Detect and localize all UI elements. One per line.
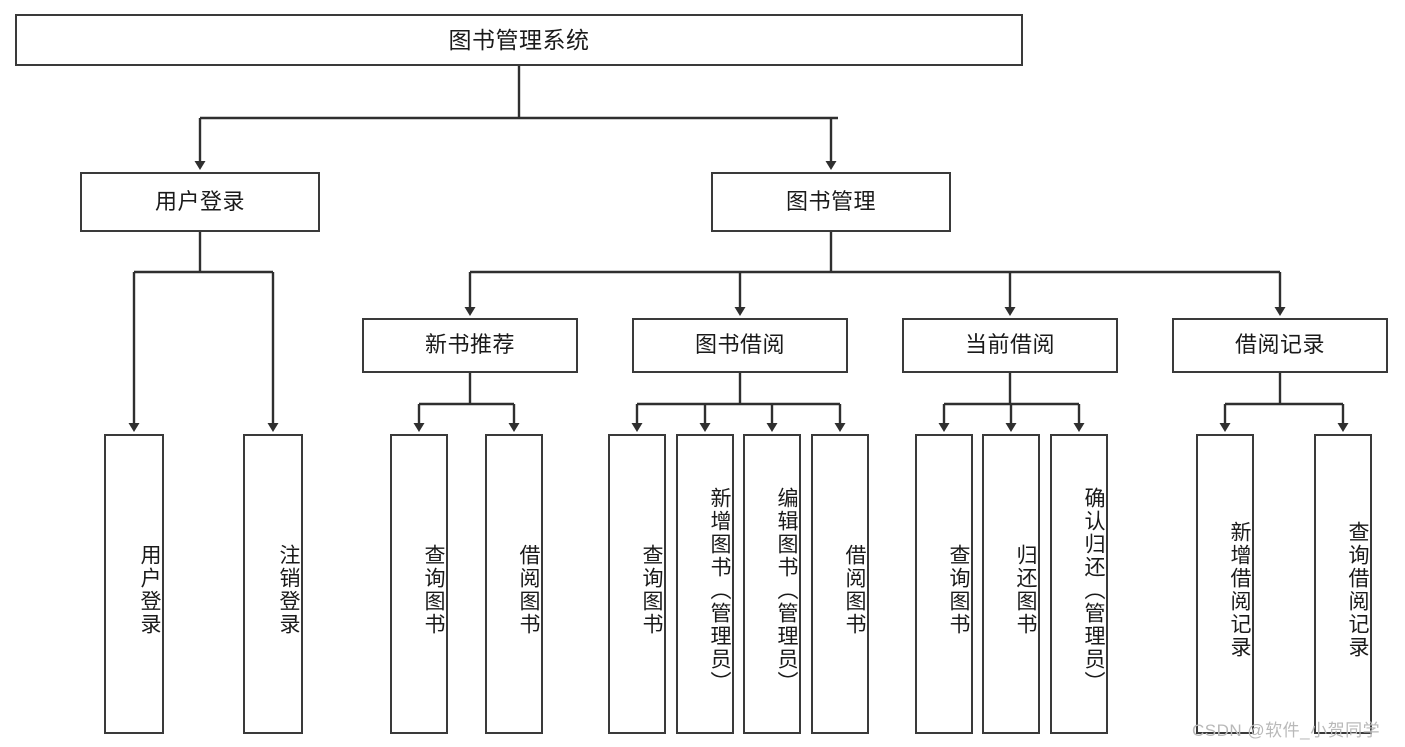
node-label: 编辑图书（管理员） — [775, 486, 798, 694]
node-label: 用户登录 — [154, 188, 245, 214]
node-leaf-query-book-current[interactable]: 查询图书 — [915, 434, 973, 734]
node-book-management[interactable]: 图书管理 — [711, 172, 951, 232]
node-label: 借阅图书 — [843, 544, 866, 636]
node-label: 查询图书 — [947, 544, 970, 636]
node-book-borrow[interactable]: 图书借阅 — [632, 318, 848, 373]
csdn-watermark: CSDN @软件_小贺同学 — [1192, 721, 1381, 740]
node-leaf-query-book-rec[interactable]: 查询图书 — [390, 434, 448, 734]
node-label: 图书借阅 — [694, 332, 785, 358]
node-leaf-confirm-return-admin[interactable]: 确认归还（管理员） — [1050, 434, 1108, 734]
node-leaf-query-book-borrow[interactable]: 查询图书 — [608, 434, 666, 734]
node-root-book-management-system[interactable]: 图书管理系统 — [15, 14, 1023, 66]
node-label: 用户登录 — [138, 544, 161, 636]
node-leaf-return-book[interactable]: 归还图书 — [982, 434, 1040, 734]
node-leaf-query-borrow-record[interactable]: 查询借阅记录 — [1314, 434, 1372, 734]
node-label: 新增图书（管理员） — [708, 486, 731, 694]
node-leaf-edit-book-admin[interactable]: 编辑图书（管理员） — [743, 434, 801, 734]
node-label: 注销登录 — [277, 544, 300, 636]
node-label: 查询图书 — [640, 544, 663, 636]
node-label: 新增借阅记录 — [1228, 521, 1251, 659]
node-label: 借阅图书 — [517, 544, 540, 636]
node-leaf-user-login[interactable]: 用户登录 — [104, 434, 164, 734]
node-leaf-borrow-book-rec[interactable]: 借阅图书 — [485, 434, 543, 734]
node-leaf-logout[interactable]: 注销登录 — [243, 434, 303, 734]
node-label: 图书管理系统 — [448, 26, 590, 53]
node-label: 借阅记录 — [1234, 332, 1325, 358]
node-label: 图书管理 — [785, 188, 876, 214]
node-leaf-add-book-admin[interactable]: 新增图书（管理员） — [676, 434, 734, 734]
node-label: 当前借阅 — [964, 332, 1055, 358]
node-label: 新书推荐 — [424, 332, 515, 358]
node-label: 查询借阅记录 — [1346, 521, 1369, 659]
node-label: 归还图书 — [1014, 544, 1037, 636]
node-borrow-record[interactable]: 借阅记录 — [1172, 318, 1388, 373]
node-new-book-recommend[interactable]: 新书推荐 — [362, 318, 578, 373]
node-label: 查询图书 — [422, 544, 445, 636]
node-leaf-add-borrow-record[interactable]: 新增借阅记录 — [1196, 434, 1254, 734]
node-user-login[interactable]: 用户登录 — [80, 172, 320, 232]
node-current-borrow[interactable]: 当前借阅 — [902, 318, 1118, 373]
node-label: 确认归还（管理员） — [1082, 486, 1105, 694]
node-leaf-borrow-book[interactable]: 借阅图书 — [811, 434, 869, 734]
